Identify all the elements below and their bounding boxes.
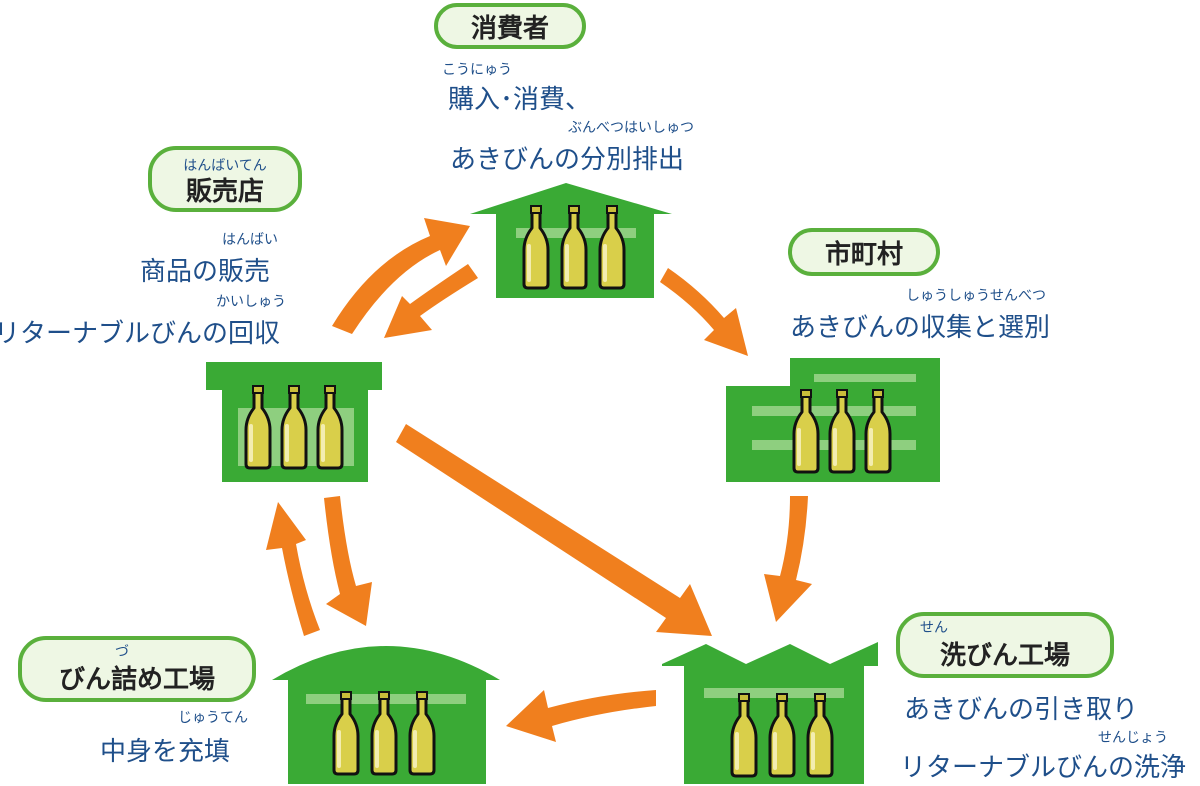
- consumer-ruby-1: こうにゅう: [442, 62, 512, 78]
- store-desc-2: リターナブルびんの回収: [0, 319, 280, 349]
- arrow-consumer-to-store: [384, 264, 478, 338]
- bottler-ruby-1: じゅうてん: [178, 710, 248, 726]
- arrow-store-to-washer: [396, 424, 712, 636]
- consumer-desc-1: 購入･消費、: [448, 85, 591, 115]
- bottler-label-pill: づ びん詰め工場: [18, 636, 256, 702]
- bottler-label: びん詰め工場: [59, 664, 215, 695]
- washer-ruby-2: せんじょう: [1098, 730, 1168, 746]
- store-label-pill: はんばいてん 販売店: [148, 146, 302, 212]
- store-building: [206, 362, 382, 482]
- washer-label-pill: せん 洗びん工場: [896, 612, 1114, 678]
- arrow-consumer-to-municipality: [660, 268, 748, 356]
- bottler-label-ruby: づ: [115, 644, 129, 660]
- flow-arrows: [266, 218, 812, 742]
- arrow-store-to-bottler: [324, 496, 372, 626]
- store-ruby-1: はんばい: [222, 232, 278, 248]
- washer-desc-1: あきびんの引き取り: [904, 695, 1138, 725]
- municipality-ruby-1: しゅうしゅうせんべつ: [906, 288, 1046, 304]
- store-label: 販売店: [186, 177, 264, 207]
- store-label-ruby: はんばいてん: [183, 158, 267, 174]
- municipality-desc-1: あきびんの収集と選別: [790, 313, 1050, 343]
- arrow-washer-to-bottler: [506, 690, 656, 742]
- municipality-label: 市町村: [825, 239, 903, 270]
- municipality-building: [726, 358, 940, 482]
- arrow-store-to-consumer: [332, 218, 470, 334]
- consumer-label: 消費者: [471, 14, 549, 44]
- arrow-municipality-to-washer: [764, 496, 812, 622]
- washer-factory: [662, 642, 878, 784]
- washer-label: 洗びん工場: [940, 641, 1070, 671]
- store-desc-1: 商品の販売: [140, 257, 270, 287]
- store-ruby-2: かいしゅう: [216, 294, 286, 310]
- bottler-building: [272, 646, 500, 784]
- consumer-label-pill: 消費者: [434, 3, 586, 49]
- arrow-bottler-to-store: [266, 502, 320, 636]
- municipality-label-pill: 市町村: [788, 228, 940, 276]
- consumer-house: [470, 183, 672, 298]
- consumer-ruby-2: ぶんべつはいしゅつ: [568, 120, 694, 136]
- consumer-desc-2: あきびんの分別排出: [450, 145, 684, 175]
- washer-label-ruby: せん: [920, 620, 948, 636]
- washer-desc-2: リターナブルびんの洗浄: [900, 753, 1186, 783]
- bottler-desc-1: 中身を充填: [100, 737, 230, 767]
